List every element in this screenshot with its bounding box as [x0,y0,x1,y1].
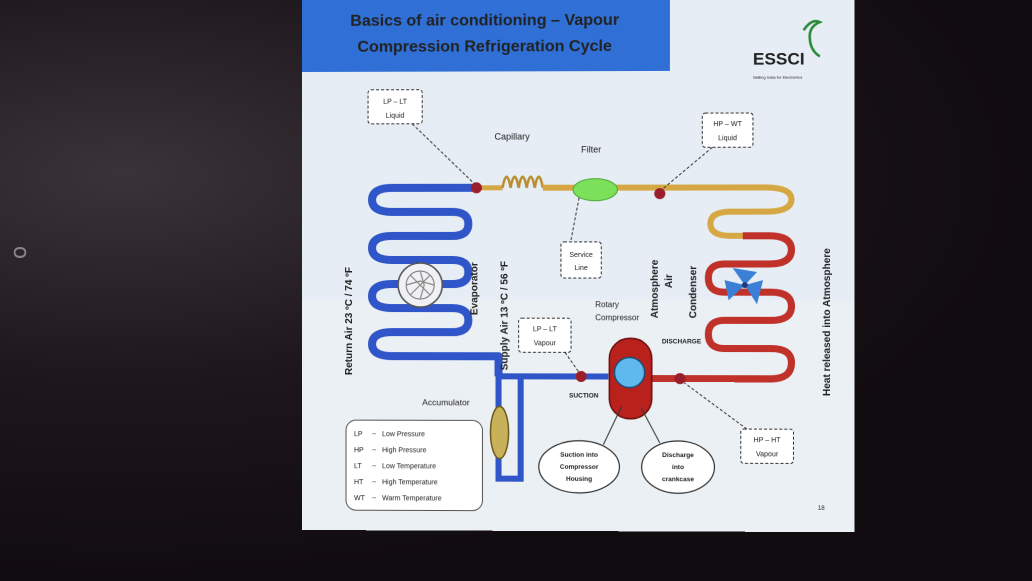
label-evaporator: Evaporator [469,262,480,315]
label-capillary: Capillary [495,132,531,142]
legend-abbr: HP [354,447,364,454]
callout-service-line [561,242,601,278]
callout-lp-lt-liquid [367,89,422,125]
svg-text:ESSCI: ESSCI [753,49,805,68]
legend-desc: High Temperature [382,479,438,486]
page-number: 18 [818,506,825,512]
junction-discharge [674,373,686,385]
svg-text:HP – WT: HP – WT [713,121,742,128]
junction-suction [575,370,587,382]
title-line-1: Basics of air conditioning – Vapour [350,12,619,30]
legend-abbr: HT [354,479,364,486]
svg-text:into: into [672,464,684,471]
svg-text:Vapour: Vapour [756,451,779,458]
legend-desc: Low Pressure [382,431,425,438]
svg-text:HP – HT: HP – HT [754,437,782,444]
legend-desc: High Pressure [382,447,426,454]
rotary-compressor [609,338,651,418]
svg-text:LP – LT: LP – LT [383,99,408,106]
projected-slide: Basics of air conditioning – Vapour Comp… [302,0,855,533]
abbreviation-legend: LP ~ Low Pressure HP ~ High Pressure LT … [346,420,482,511]
svg-text:crankcase: crankcase [662,476,694,483]
label-heat-released: Heat released into Atmosphere [822,248,833,396]
svg-text:Vapour: Vapour [534,340,557,347]
svg-text:Compressor: Compressor [560,464,599,471]
callout-discharge-crankcase [642,441,715,494]
refrigeration-cycle-diagram: Basics of air conditioning – Vapour Comp… [302,0,855,533]
junction-condenser-outlet [654,188,666,200]
junction-evaporator-inlet [470,182,482,194]
filter-drier [573,179,617,201]
evaporator-fan-icon [396,261,443,308]
legend-abbr: LT [354,463,362,470]
callout-lp-lt-vapour [519,318,571,352]
svg-text:Discharge: Discharge [662,452,694,459]
legend-abbr: LP [354,431,363,438]
svg-text:~: ~ [372,479,376,486]
svg-text:~: ~ [372,431,376,438]
label-discharge: DISCHARGE [662,338,702,345]
label-air: Air [664,274,675,288]
svg-text:Suction into: Suction into [560,452,598,459]
essci-logo: ESSCI Skilling India for Electronics [753,21,820,80]
legend-desc: Low Temperature [382,463,436,470]
legend-abbr: WT [354,495,366,502]
svg-text:Service: Service [569,252,593,259]
label-atmosphere: Atmosphere [650,259,661,318]
title-band [302,0,670,72]
label-filter: Filter [581,144,601,154]
svg-text:~: ~ [372,495,376,502]
wall-mark: o [8,245,34,260]
label-return-air: Return Air 23 ºC / 74 ºF [344,267,355,375]
label-supply-air: Supply Air 13 ºC / 56 ºF [500,261,511,370]
label-suction: SUCTION [569,393,599,400]
svg-text:LP – LT: LP – LT [533,326,558,333]
callout-suction-housing [539,441,620,493]
svg-text:Skilling India for Electronics: Skilling India for Electronics [753,75,802,80]
svg-text:Liquid: Liquid [386,113,405,120]
label-accumulator: Accumulator [422,397,470,407]
legend-desc: Warm Temperature [382,495,442,502]
title-line-2: Compression Refrigeration Cycle [357,38,612,56]
callout-hp-ht-vapour [741,429,794,463]
label-condenser: Condenser [688,266,699,319]
svg-text:Line: Line [574,265,587,272]
svg-text:~: ~ [372,447,376,454]
svg-text:Housing: Housing [566,476,592,483]
label-rotary: Rotary [595,300,619,309]
callout-hp-wt-liquid [702,113,753,147]
svg-text:~: ~ [372,463,376,470]
label-compressor: Compressor [595,313,639,322]
accumulator-tank [490,406,508,458]
svg-text:Liquid: Liquid [718,135,737,142]
